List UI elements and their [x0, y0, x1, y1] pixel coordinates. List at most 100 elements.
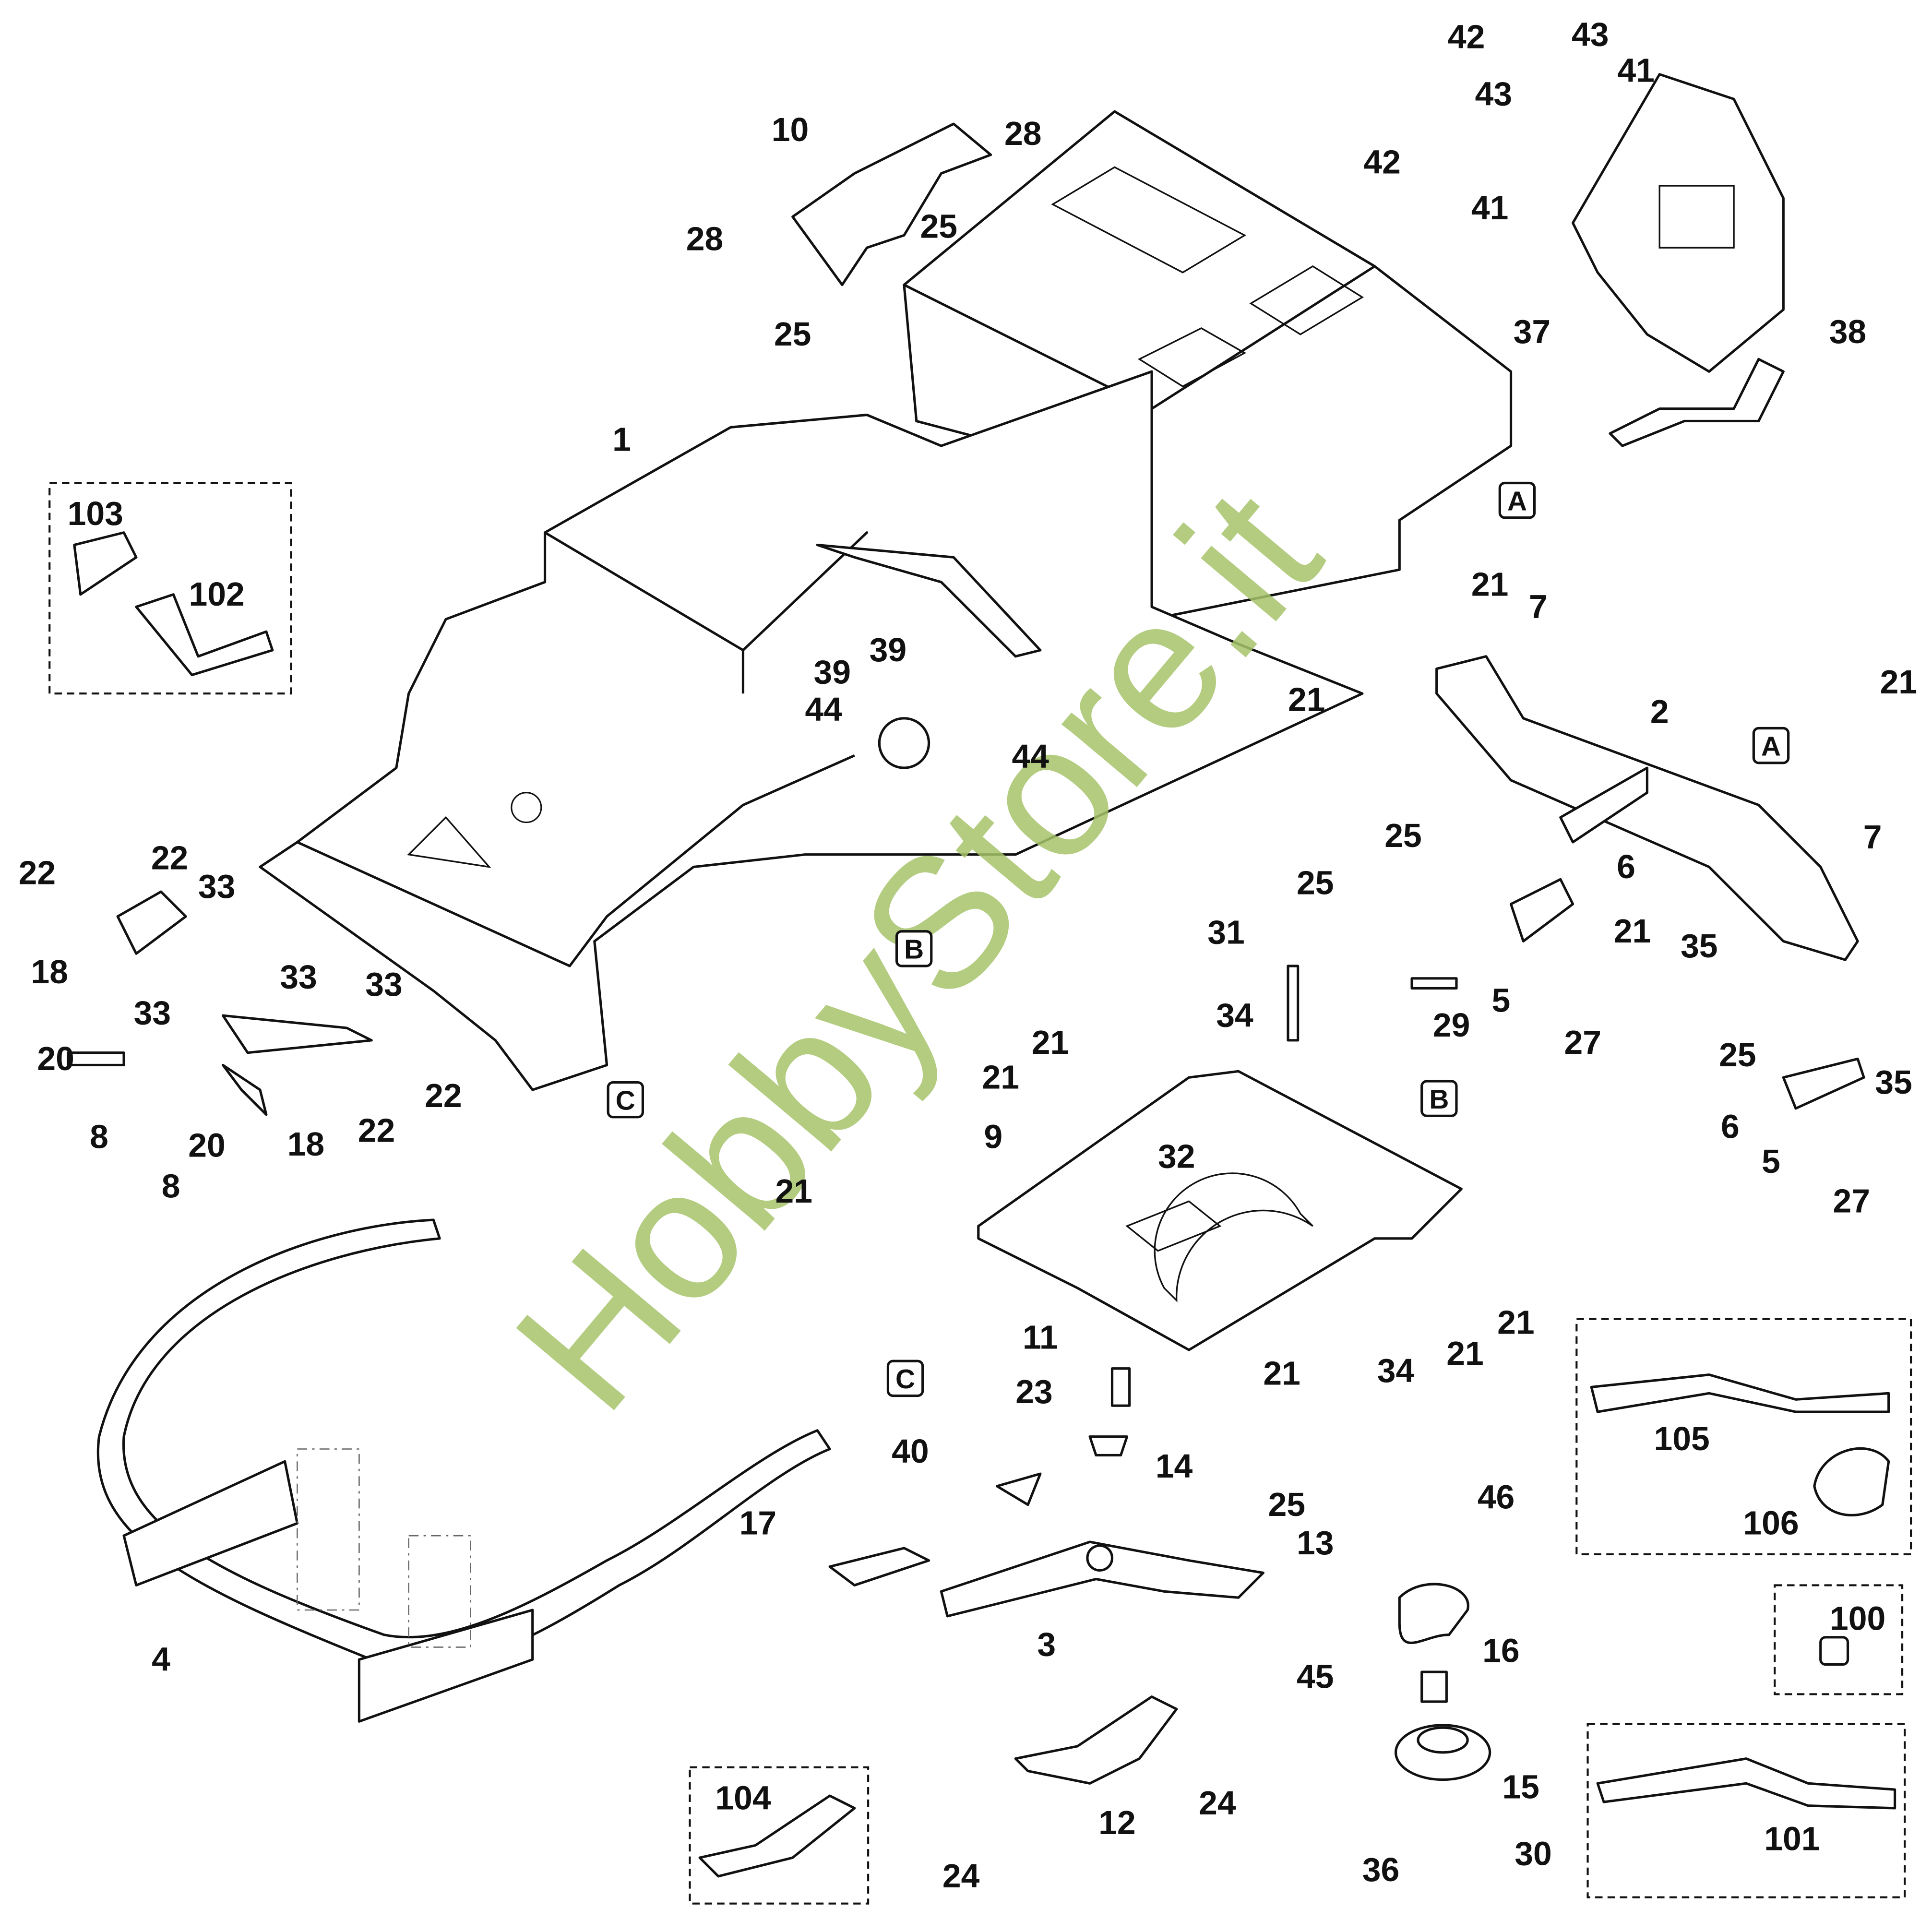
callout-33: 33	[198, 868, 236, 905]
pulley-arm	[828, 1540, 1491, 1785]
callout-5: 5	[1492, 981, 1511, 1019]
callout-32: 32	[1158, 1138, 1195, 1175]
callout-24: 24	[1199, 1784, 1236, 1822]
callout-20: 20	[188, 1126, 225, 1164]
callout-45: 45	[1297, 1658, 1334, 1695]
battery-strap	[1609, 358, 1785, 447]
ref-letter: B	[1429, 1085, 1449, 1115]
callout-1: 1	[612, 420, 631, 458]
callout-17: 17	[739, 1504, 777, 1542]
callout-21: 21	[1446, 1335, 1484, 1372]
callout-44: 44	[805, 691, 842, 728]
callout-46: 46	[1478, 1478, 1515, 1515]
callout-106: 106	[1743, 1504, 1799, 1542]
callout-4: 4	[152, 1640, 170, 1678]
ref-marker-B: B	[1420, 1080, 1458, 1117]
callout-41: 41	[1471, 189, 1508, 227]
callout-34: 34	[1216, 996, 1253, 1034]
callout-38: 38	[1829, 313, 1866, 350]
callout-20: 20	[37, 1040, 74, 1077]
callout-35: 35	[1681, 927, 1718, 965]
callout-31: 31	[1207, 914, 1244, 951]
callout-34: 34	[1377, 1352, 1415, 1389]
callout-42: 42	[1448, 18, 1485, 56]
callout-40: 40	[892, 1432, 929, 1470]
callout-43: 43	[1572, 15, 1609, 53]
callout-25: 25	[1719, 1036, 1756, 1073]
callout-11: 11	[1023, 1318, 1058, 1356]
callout-42: 42	[1363, 143, 1401, 180]
callout-33: 33	[365, 966, 403, 1003]
callout-36: 36	[1362, 1851, 1400, 1888]
callout-22: 22	[358, 1111, 395, 1149]
callout-labels: 1234556677889101112131415161718182020212…	[19, 15, 1917, 1895]
callout-16: 16	[1482, 1632, 1520, 1669]
callout-25: 25	[920, 208, 957, 245]
callout-25: 25	[1384, 817, 1422, 854]
front-bumper	[96, 1218, 831, 1723]
callout-12: 12	[1098, 1804, 1136, 1841]
callout-28: 28	[1004, 115, 1041, 152]
callout-102: 102	[189, 575, 245, 613]
ref-marker-B: B	[895, 930, 933, 967]
callout-21: 21	[1288, 680, 1325, 718]
callout-22: 22	[425, 1077, 462, 1114]
small-parts	[67, 890, 1458, 1703]
callout-21: 21	[982, 1058, 1020, 1096]
ref-marker-C: C	[886, 1360, 924, 1397]
callout-21: 21	[1880, 663, 1917, 701]
optional-boxes	[48, 482, 1912, 1905]
callout-30: 30	[1515, 1835, 1551, 1872]
ref-letter: C	[616, 1085, 635, 1116]
callout-15: 15	[1502, 1768, 1539, 1805]
callout-3: 3	[1037, 1625, 1056, 1663]
callout-23: 23	[1015, 1373, 1053, 1410]
callout-101: 101	[1764, 1820, 1820, 1858]
callout-100: 100	[1830, 1599, 1885, 1637]
fan-plate	[791, 122, 992, 286]
callout-25: 25	[1268, 1486, 1306, 1523]
callout-18: 18	[31, 953, 68, 990]
callout-7: 7	[1529, 588, 1548, 625]
callout-10: 10	[772, 111, 809, 148]
callout-9: 9	[984, 1118, 1002, 1155]
callout-8: 8	[162, 1168, 180, 1205]
callout-21: 21	[1614, 912, 1651, 950]
callout-37: 37	[1514, 313, 1551, 350]
callout-13: 13	[1297, 1524, 1334, 1562]
callout-24: 24	[942, 1857, 980, 1895]
callout-5: 5	[1762, 1143, 1780, 1180]
callout-7: 7	[1863, 818, 1882, 856]
callout-33: 33	[134, 994, 171, 1031]
callout-39: 39	[814, 654, 851, 691]
callout-14: 14	[1156, 1447, 1193, 1485]
callout-44: 44	[1012, 738, 1049, 775]
callout-18: 18	[287, 1125, 324, 1163]
callout-2: 2	[1650, 693, 1669, 730]
front-axle-bracket	[1435, 655, 1865, 1110]
ref-letter: A	[1507, 486, 1527, 516]
callout-39: 39	[870, 631, 906, 668]
callout-6: 6	[1617, 848, 1635, 885]
ref-marker-A: A	[1752, 727, 1790, 764]
callout-28: 28	[686, 220, 723, 257]
callout-27: 27	[1564, 1024, 1601, 1061]
main-frame	[259, 110, 1513, 1091]
callout-27: 27	[1833, 1182, 1871, 1220]
ref-letter: A	[1761, 731, 1781, 762]
deck-plate	[977, 1070, 1463, 1351]
callout-25: 25	[1297, 864, 1334, 901]
callout-35: 35	[1875, 1063, 1912, 1101]
callout-41: 41	[1617, 51, 1654, 89]
callout-21: 21	[1263, 1354, 1300, 1392]
ref-marker-A: A	[1498, 481, 1536, 519]
callout-43: 43	[1475, 75, 1513, 112]
reference-markers: A A B B C C	[607, 481, 1790, 1397]
callout-29: 29	[1433, 1006, 1470, 1044]
callout-8: 8	[90, 1118, 108, 1155]
battery-box	[1571, 73, 1785, 373]
ref-marker-C: C	[607, 1081, 644, 1119]
ref-letter: C	[895, 1364, 915, 1395]
callout-6: 6	[1721, 1108, 1740, 1145]
